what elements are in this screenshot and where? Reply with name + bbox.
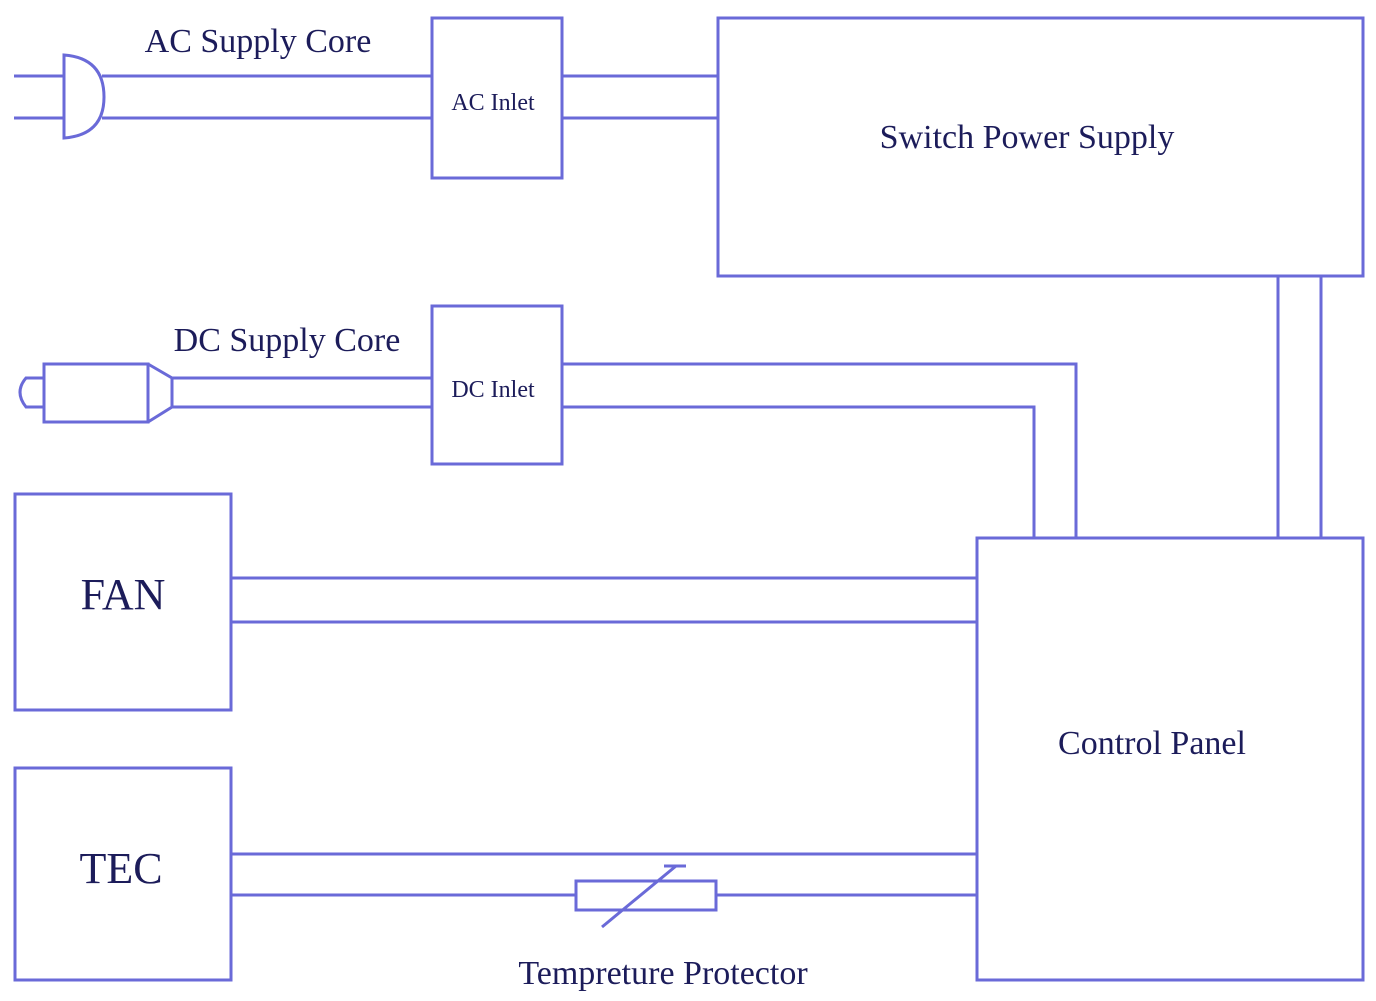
ac-inlet-box (430, 16, 564, 180)
ac-supply-core-label: AC Supply Core (145, 23, 372, 60)
switch-power-supply-label: Switch Power Supply (880, 119, 1175, 156)
dc-supply-core-label: DC Supply Core (174, 322, 401, 359)
dc-inlet-label: DC Inlet (451, 377, 535, 403)
switch-power-supply-box (716, 16, 1365, 278)
dc-to-panel-inner (562, 405, 1036, 538)
ac-inlet-label: AC Inlet (451, 90, 535, 116)
fan-label: FAN (81, 570, 166, 619)
temperature-protector-label: Tempreture Protector (518, 955, 808, 992)
dc-plug-icon (18, 362, 174, 424)
tec-label: TEC (79, 844, 162, 893)
thermistor-icon (574, 864, 718, 929)
control-panel-label: Control Panel (1058, 725, 1246, 762)
ac-plug-icon (14, 53, 106, 140)
tec-box (13, 766, 233, 982)
dc-inlet-box (430, 304, 564, 466)
fan-box (13, 492, 233, 712)
control-panel-box (975, 536, 1365, 982)
dc-to-panel-outer (562, 362, 1078, 538)
